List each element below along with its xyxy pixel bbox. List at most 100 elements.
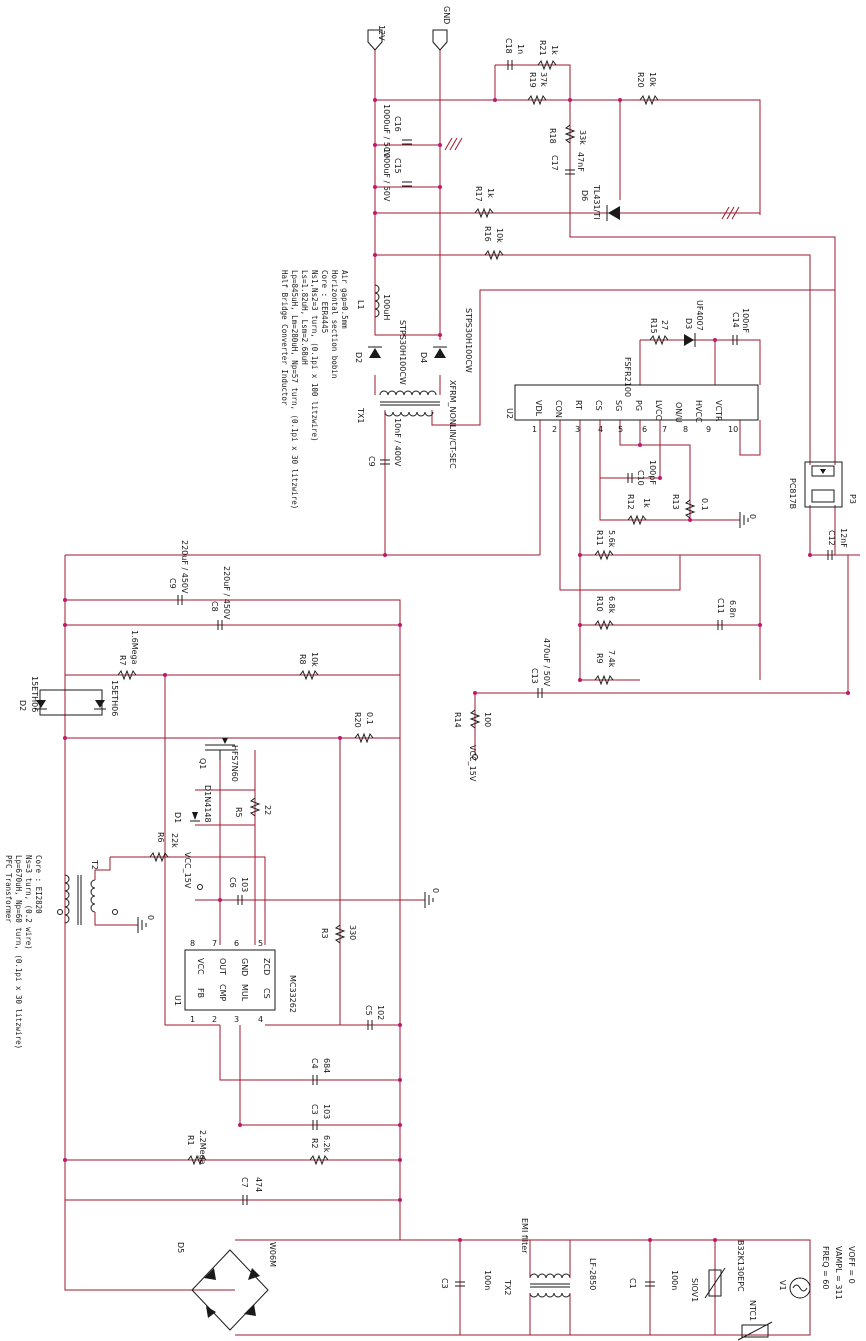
vcc15v-port-top: VCC_15V xyxy=(183,852,203,890)
resistor-r13: R13 0.1 xyxy=(671,494,709,519)
d2-val: 15ETH06 xyxy=(30,676,39,712)
u1-tnum-5: 5 xyxy=(258,939,263,948)
r2-val: 6.2k xyxy=(322,1135,331,1153)
u2-num-2: 2 xyxy=(552,425,557,434)
d4-val: STPS30H100CW xyxy=(464,308,473,373)
optocoupler-pc817: PC817B P3 xyxy=(788,461,857,509)
capacitor-c4: C4 684 xyxy=(310,1058,331,1085)
capacitor-c15: C15 1000uF / 50V xyxy=(382,148,412,202)
c9-ref: C9 xyxy=(367,456,376,467)
gnd-label-t2: 0 xyxy=(146,915,155,920)
c12-ref: C12 xyxy=(827,530,836,546)
shunt-regulator-d6: D6 TL431/TI xyxy=(580,184,620,221)
c12-val: 12nF xyxy=(839,528,848,548)
capacitor-c9-bulk: C9 220uF / 450V xyxy=(168,540,189,605)
u1-tnum-7: 7 xyxy=(212,939,217,948)
u1-tnum-8: 8 xyxy=(190,939,195,948)
u2-num-9: 9 xyxy=(706,425,711,434)
u1-bnum-1: 1 xyxy=(190,1015,195,1024)
capacitor-c17: C17 47nF xyxy=(550,152,585,175)
r21-ref: R21 xyxy=(538,40,547,56)
u2-pin-hvcc: HVCC xyxy=(694,400,703,423)
pfc-line-2: Ns=3 turn, (0.2 wire) xyxy=(24,855,33,950)
hb-line-1: Lp=845uH, Lm=280uH, Np=57 turn, (0.1pi x… xyxy=(290,270,299,509)
c3-ref: C3 xyxy=(310,1104,319,1115)
mosfet-q1: Q1 HFS7N60 xyxy=(198,738,239,782)
c9b-ref: C9 xyxy=(168,578,177,589)
c8-val: 220uF / 450V xyxy=(222,566,231,620)
tx1-ref: TX1 xyxy=(356,407,365,423)
rectifier-diode-d2: D2 STPS30H100CW xyxy=(354,320,407,385)
c18-ref: C18 xyxy=(504,38,513,54)
r3-val: 330 xyxy=(348,925,357,940)
hb-line-3: Ns1,Ns2=3 turn, (0.1pi x 100 litzwire) xyxy=(310,270,319,442)
c17-ref: C17 xyxy=(550,155,559,171)
r18-ref: R18 xyxy=(548,128,557,144)
bridge-rectifier-d5: D5 W06M xyxy=(176,1242,277,1331)
u1-part: MC33262 xyxy=(288,975,297,1013)
d3-ref: D3 xyxy=(684,318,693,329)
u1-top-zcd: ZCD xyxy=(262,958,271,975)
r8-ref: R8 xyxy=(298,654,307,665)
diode-d3: D3 UF4007 xyxy=(684,300,704,347)
c11-ref: C11 xyxy=(716,598,725,614)
l1-val: 100uH xyxy=(382,294,391,320)
capacitor-c11: C11 6.8n xyxy=(716,598,737,630)
d6-val: TL431/TI xyxy=(592,184,601,220)
u2-part: FSFR2100 xyxy=(623,357,632,397)
u1-ref: U1 xyxy=(173,995,182,1006)
r19-ref: R19 xyxy=(528,72,537,88)
d4-ref: D4 xyxy=(419,352,428,363)
note-pfc-transformer: PFC Transformer Lp=670uH, Np=60 turn, (0… xyxy=(4,855,43,1049)
c11-val: 6.8n xyxy=(728,600,737,618)
d1-val: D1N4148 xyxy=(203,785,212,823)
r6-ref: R6 xyxy=(156,832,165,843)
u2-pin-sg: SG xyxy=(614,400,623,411)
v1-label: V1 xyxy=(778,1280,787,1291)
c1-val: 100n xyxy=(670,1270,679,1290)
c4-ref: C4 xyxy=(310,1058,319,1069)
u2-num-3: 3 xyxy=(575,425,580,434)
c7-val: 474 xyxy=(254,1177,263,1192)
resistor-r9: R9 7.4k xyxy=(594,650,616,686)
resistor-r16: R16 10k xyxy=(483,226,504,261)
c9-val: 10nF / 400V xyxy=(393,418,402,467)
resistor-r18: R18 33k xyxy=(548,124,587,145)
ic-u1-mc33262: U1 MC33262 VCC OUT GND ZCD FB CMP MUL CS… xyxy=(173,939,297,1024)
d3-val: UF4007 xyxy=(695,300,704,331)
r11-val: 5.6k xyxy=(607,530,616,548)
u2-ref: U2 xyxy=(505,408,514,419)
r20-val: 0.1 xyxy=(365,712,374,725)
capacitor-c6: C6 103 xyxy=(228,877,249,905)
u1-bnum-4: 4 xyxy=(258,1015,263,1024)
r14-val: 100 xyxy=(483,712,492,727)
c15-val: 1000uF / 50V xyxy=(382,148,391,202)
c5-val: 102 xyxy=(376,1005,385,1020)
resistor-r11: R11 5.6k xyxy=(594,530,616,561)
resistor-r17: R17 1k xyxy=(474,186,495,219)
vcc15v-label-bottom: VCC_15V xyxy=(468,745,477,782)
u2-num-5: 5 xyxy=(618,425,623,434)
r20-ref: R20 xyxy=(353,712,362,728)
u2-pin-con: CON xyxy=(554,400,563,418)
port-12v: 12V xyxy=(367,25,386,51)
d2b-val: 15ETH06 xyxy=(110,680,119,716)
transformer-t2: T2 xyxy=(57,857,138,926)
ntc-label: NTC1 xyxy=(748,1300,757,1321)
r10-val: 6.8k xyxy=(607,596,616,614)
r12-ref: R12 xyxy=(626,494,635,510)
ac-source-v1: V1 FREQ = 60 VAMPL = 311 VOFF = 0 xyxy=(778,1246,856,1300)
emi-filter-tx2: EMI filter TX2 LF-2850 xyxy=(503,1218,597,1335)
ground-symbol-u2: 0 xyxy=(739,512,757,528)
r11-ref: R11 xyxy=(595,530,604,546)
resistor-r12: R12 1k xyxy=(626,494,651,526)
r21-val: 1k xyxy=(550,45,559,55)
emi-label: EMI filter xyxy=(520,1218,529,1254)
r9-val: 7.4k xyxy=(607,650,616,668)
capacitor-c3: C3 103 xyxy=(310,1104,331,1130)
v1-freq: FREQ = 60 xyxy=(821,1246,830,1289)
c6-ref: C6 xyxy=(228,877,237,888)
c10-val: 100pF xyxy=(648,460,657,485)
hb-line-0: Half Bridge Converter Inductor xyxy=(280,270,289,406)
tx1-val: XFRM_NONLIN/CT-SEC xyxy=(448,380,457,469)
